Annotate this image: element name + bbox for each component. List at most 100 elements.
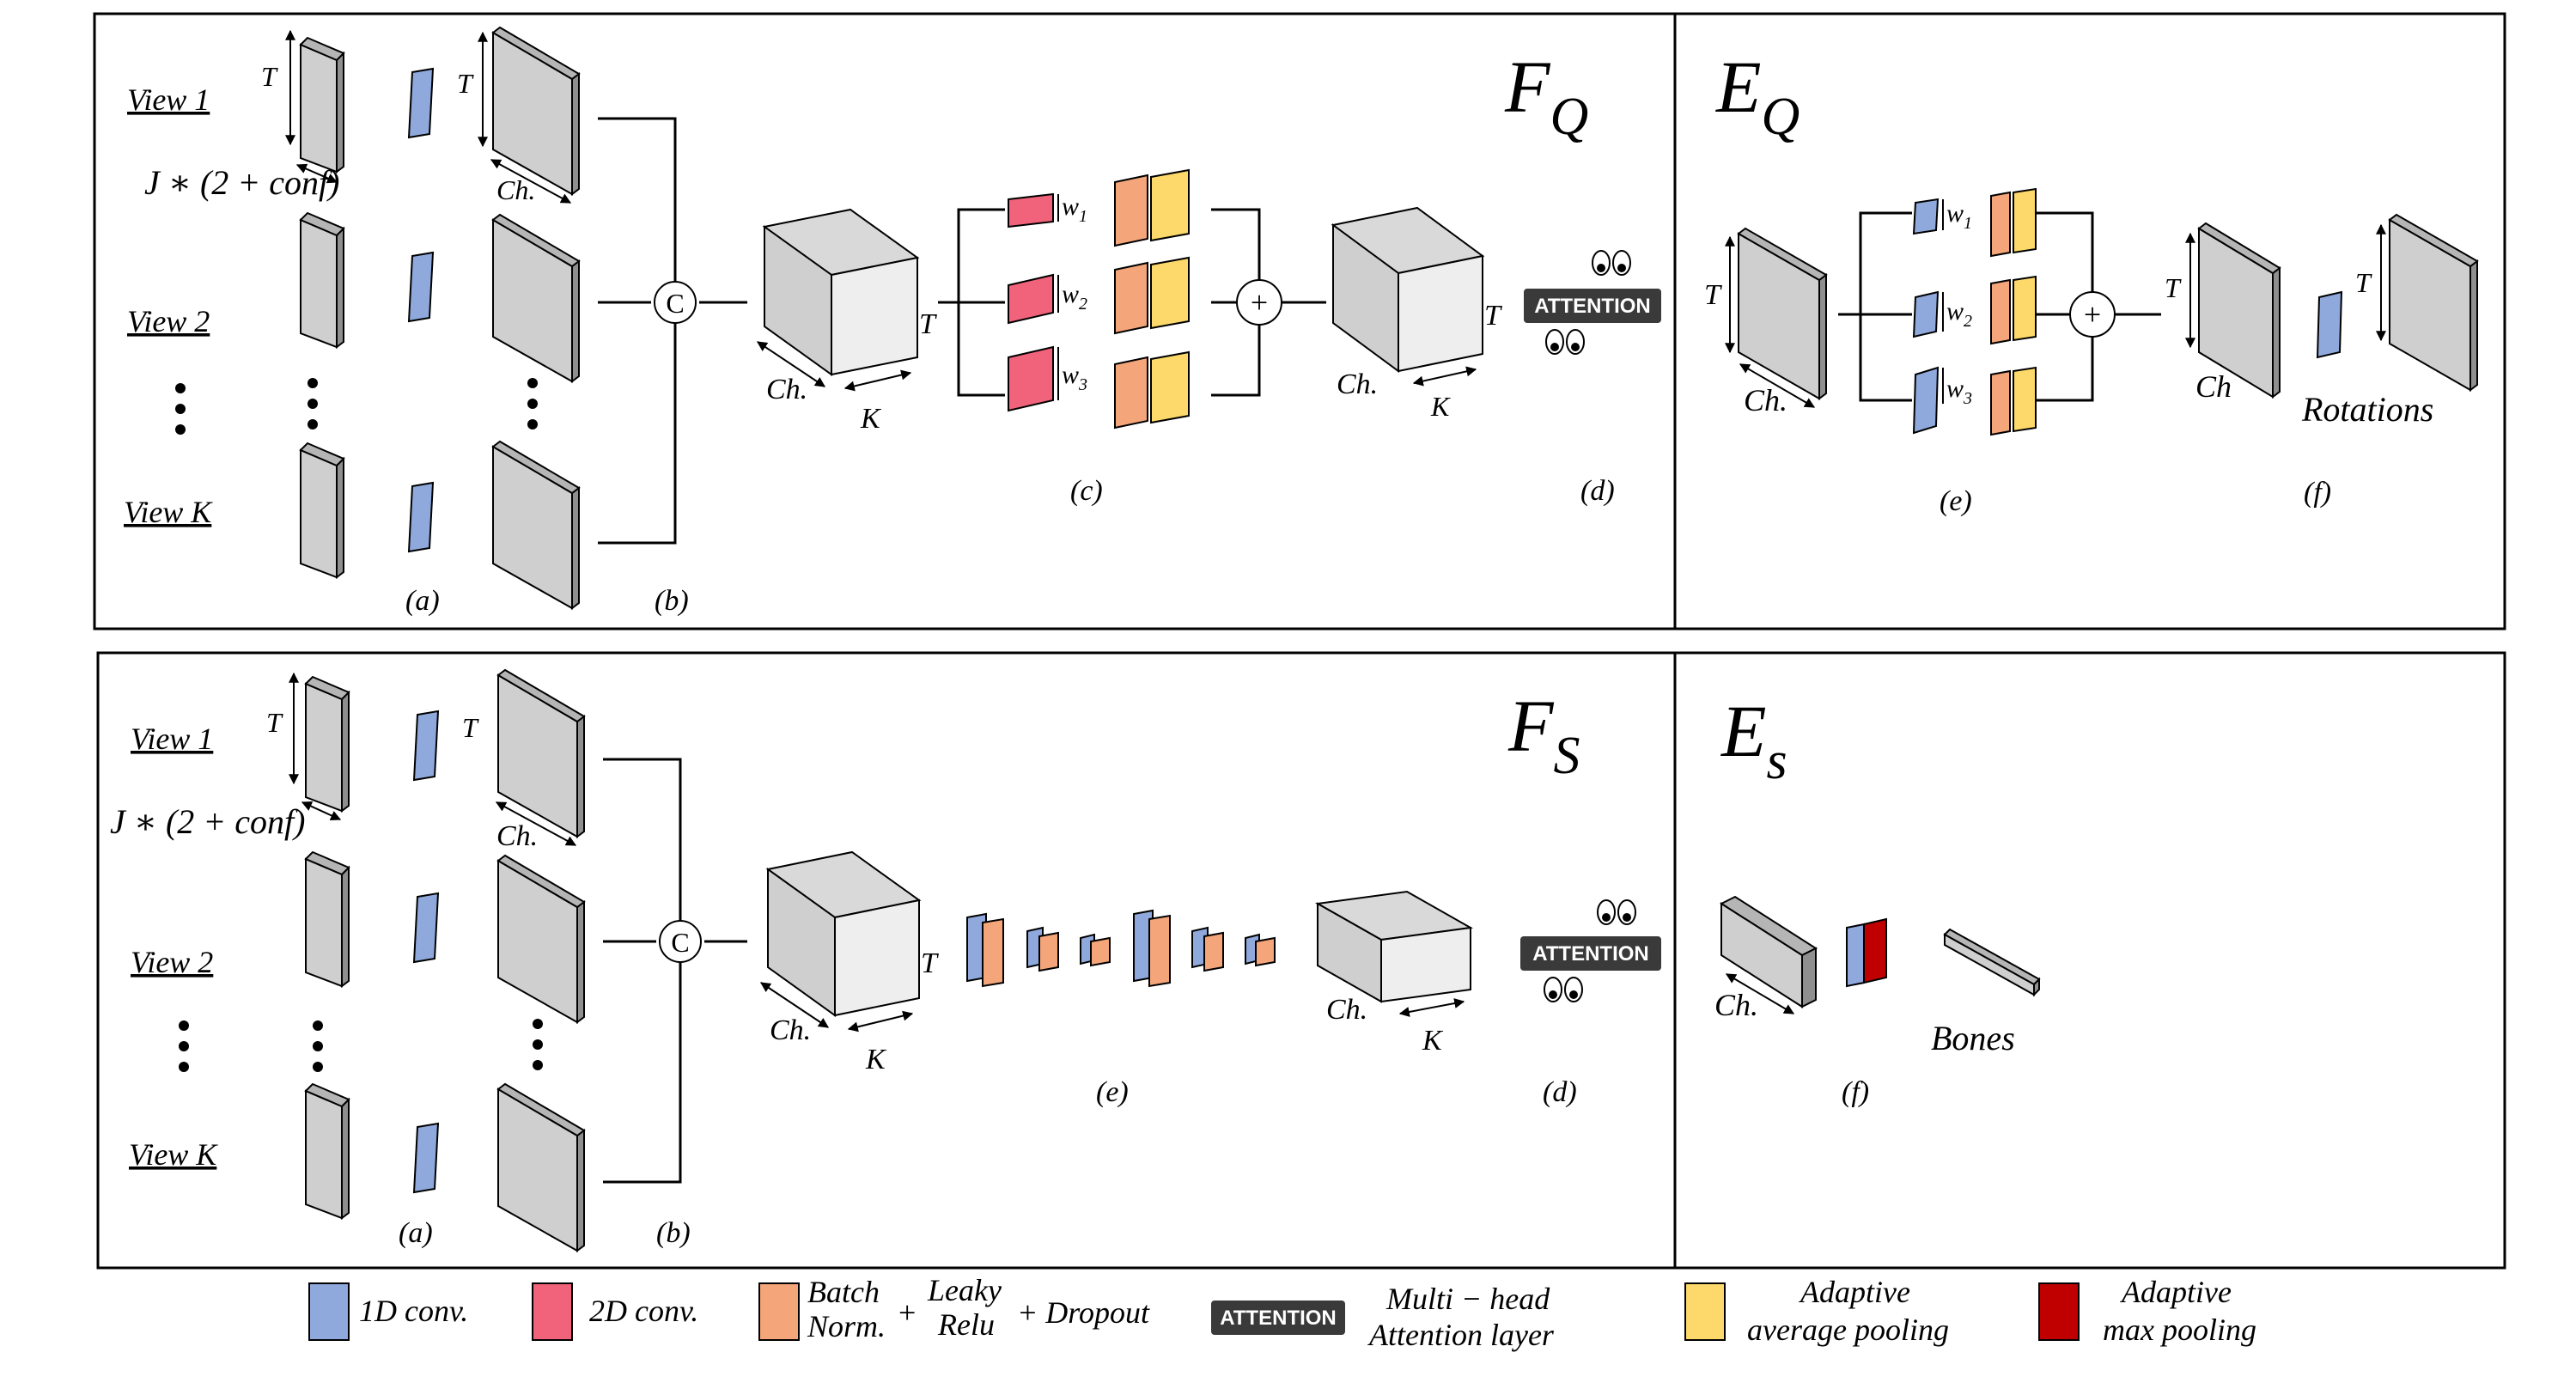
- fq-sum-node: [1236, 279, 1282, 326]
- fq-viewk-feature-map: [491, 440, 581, 610]
- fq-view-1-label: View 1: [127, 82, 210, 117]
- fq-branch-connectors: [938, 208, 1326, 397]
- fs-tag-a: (a): [399, 1217, 433, 1249]
- fs-cube-t-label: T: [921, 947, 939, 979]
- fq-view-k-label: View K: [124, 495, 213, 529]
- fq-cube-ch-label: Ch.: [766, 374, 807, 405]
- fq-attention-badge: ATTENTION: [1524, 250, 1661, 355]
- eq-title: EQ: [1714, 46, 1800, 146]
- eq-rotations-map: [2388, 213, 2479, 392]
- es-bones-output: [1943, 928, 2041, 997]
- fq-branch1-bn-pool: [1114, 168, 1190, 247]
- eq-tag-e: (e): [1940, 485, 1972, 517]
- eq-mid-ch-label: Ch: [2195, 369, 2232, 404]
- fs-viewk-conv1d: [412, 1122, 440, 1194]
- eq-branch2-bn-pool: [1990, 275, 2037, 345]
- fq-view1-conv1d: [407, 67, 435, 139]
- fq-view1-map-t-label: T: [457, 68, 474, 99]
- fs-view1-conv1d: [412, 710, 440, 782]
- fs-view2-feature-map: [496, 854, 586, 1024]
- fq-w2-label: w2: [1062, 280, 1087, 314]
- eq-w2-label: w2: [1946, 297, 1972, 331]
- legend-plus-1: +: [898, 1295, 916, 1330]
- fq-cube-k-label: K: [860, 403, 882, 435]
- fs-ellipsis-dots: [179, 1019, 543, 1072]
- eq-branch3-bn-pool: [1990, 366, 2037, 436]
- eq-panel: EQ T Ch. w1 w2 w3: [1704, 46, 2479, 517]
- fq-view1-input-tensor: [299, 36, 345, 174]
- fq-concat-connectors: [598, 117, 747, 545]
- fs-tag-d: (d): [1543, 1076, 1577, 1108]
- fq-view1-feature-map: [491, 26, 581, 196]
- fs-view2-conv1d: [412, 892, 440, 964]
- fs-concat-connectors: [603, 758, 747, 1184]
- fq-branch3-conv2d: [1008, 345, 1054, 412]
- fs-attention-eyes-top-icon: [1597, 899, 1636, 925]
- es-bones-label: Bones: [1931, 1019, 2015, 1057]
- fs-output-ch-label: Ch.: [1326, 994, 1367, 1026]
- es-conv1d: [1846, 923, 1865, 988]
- fs-concat-node: [659, 920, 702, 963]
- legend-avg-line2: average pooling: [1747, 1313, 1949, 1347]
- legend-batch-line1: Batch: [807, 1275, 880, 1309]
- fs-view2-input-tensor: [304, 850, 350, 988]
- fs-output-k-label: K: [1422, 1025, 1444, 1057]
- fq-concat-symbol: C: [666, 288, 684, 319]
- fq-view1-t-label: T: [261, 61, 278, 92]
- eq-branch1-conv1d: [1912, 198, 1940, 235]
- legend-attention-badge-text: ATTENTION: [1220, 1307, 1337, 1330]
- fs-view-2-label: View 2: [131, 945, 213, 979]
- fq-attention-eyes-top-icon: [1592, 250, 1631, 276]
- fs-conv-sequence: [966, 909, 1276, 988]
- eq-rotations-label: Rotations: [2301, 390, 2433, 429]
- eq-mid-t-label: T: [2165, 272, 2182, 303]
- fq-branch3-bn-pool: [1114, 350, 1190, 429]
- fq-w1-label: w1: [1062, 192, 1087, 226]
- legend-dropout-label: + Dropout: [1017, 1295, 1150, 1330]
- fs-attention-badge: ATTENTION: [1520, 899, 1661, 1002]
- fq-output-k-label: K: [1430, 391, 1451, 422]
- fs-cube-k-label: K: [865, 1044, 887, 1075]
- fq-stacked-cube: [762, 208, 920, 376]
- fq-cube-t-label: T: [919, 308, 937, 340]
- eq-input-map: [1737, 227, 1828, 400]
- fq-w3-label: w3: [1062, 361, 1087, 394]
- fq-tag-d: (d): [1580, 475, 1615, 507]
- fq-output-t-label: T: [1484, 300, 1502, 332]
- fs-view-k-label: View K: [129, 1137, 218, 1172]
- fq-output-ch-label: Ch.: [1337, 369, 1378, 400]
- eq-input-ch-label: Ch.: [1744, 383, 1787, 417]
- legend-max-line1: Adaptive: [2120, 1275, 2232, 1309]
- fq-view-2-label: View 2: [127, 304, 210, 338]
- fq-branch2-conv2d: [1008, 273, 1054, 325]
- eq-out-conv1d: [2316, 290, 2343, 359]
- fs-tag-e: (e): [1096, 1076, 1129, 1108]
- fs-view1-t-label: T: [266, 707, 283, 738]
- legend-mha-line2: Attention layer: [1367, 1318, 1555, 1352]
- legend-max-line2: max pooling: [2103, 1313, 2256, 1347]
- fs-panel: FS View 1 View 2 View K J ∗ (2 + conf) T: [110, 668, 1661, 1252]
- fs-cube-ch-label: Ch.: [770, 1014, 811, 1046]
- legend-conv2d-label: 2D conv.: [589, 1294, 698, 1328]
- eq-rot-t-label: T: [2355, 267, 2372, 298]
- fs-title: FS: [1507, 685, 1580, 785]
- eq-branch-connectors: [1838, 211, 2161, 402]
- svg-text:ATTENTION: ATTENTION: [1532, 942, 1649, 966]
- fq-input-dim-label: J ∗ (2 + conf): [144, 163, 339, 202]
- fq-branch2-bn-pool: [1114, 256, 1190, 335]
- fq-tag-b: (b): [655, 585, 689, 617]
- fs-stacked-cube: [765, 850, 922, 1017]
- legend-maxpool-swatch: [2038, 1282, 2080, 1341]
- es-maxpool: [1863, 917, 1887, 984]
- fs-view1-feature-map: [496, 668, 586, 838]
- fq-ellipsis-dots: [175, 378, 538, 435]
- fs-tag-b: (b): [656, 1217, 691, 1249]
- fs-view-1-label: View 1: [131, 722, 213, 756]
- legend-batchnorm-swatch: [758, 1282, 800, 1341]
- fq-viewk-input-tensor: [299, 442, 345, 579]
- eq-branch2-conv1d: [1912, 290, 1940, 338]
- fs-viewk-input-tensor: [304, 1082, 350, 1220]
- es-panel-border: [1673, 651, 2506, 1270]
- fq-panel: FQ View 1 View 2 View K J ∗ (2 + conf) T: [124, 26, 1661, 617]
